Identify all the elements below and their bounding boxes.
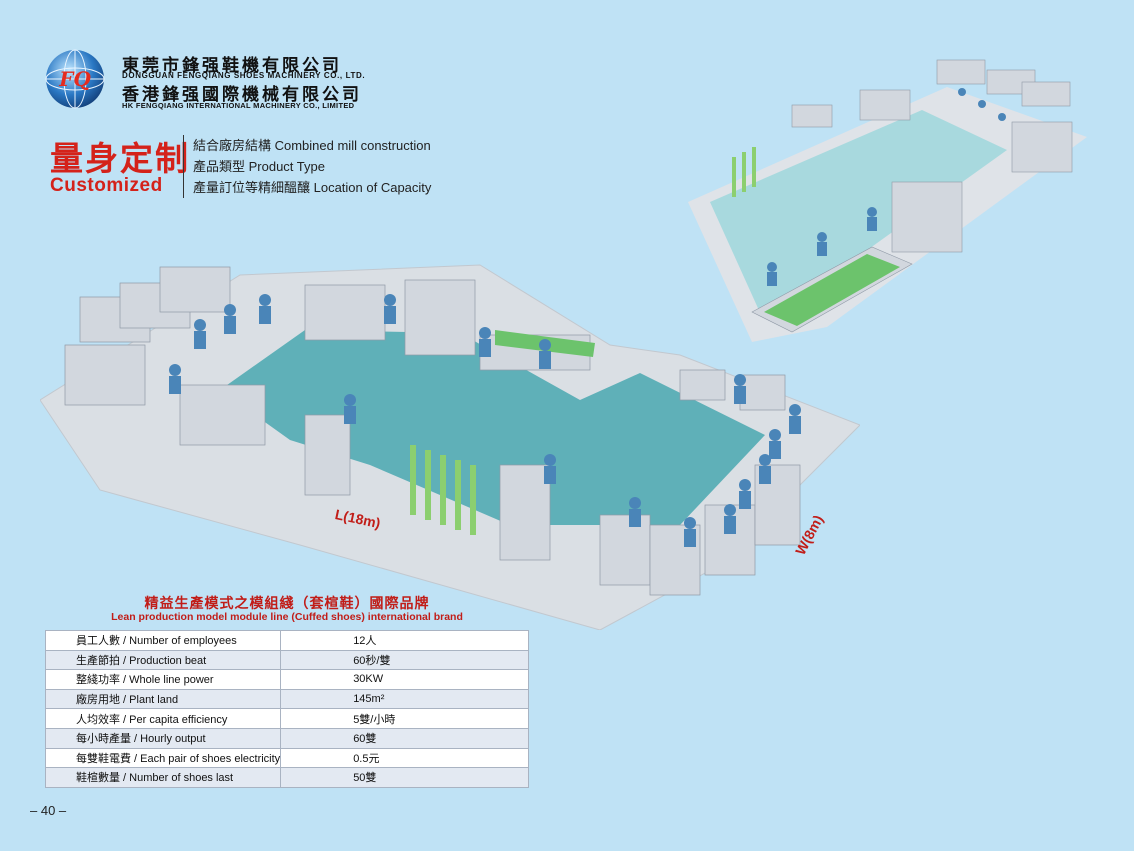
table-title-en: Lean production model module line (Cuffe… xyxy=(111,611,463,623)
customized-divider xyxy=(183,135,184,198)
company-name-cn-dongguan: 東莞市鋒强鞋機有限公司 xyxy=(122,56,342,75)
row-value: 0.5元 xyxy=(280,747,529,769)
customized-title-cn: 量身定制 xyxy=(50,139,190,178)
row-value: 50雙 xyxy=(280,767,529,788)
table-title-cn: 精益生產模式之模組綫（套楦鞋）國際品牌 xyxy=(144,595,430,611)
row-value: 60秒/雙 xyxy=(280,649,529,671)
row-value: 12人 xyxy=(280,630,529,651)
svg-text:FQ: FQ xyxy=(58,67,91,91)
row-label: 整綫功率 / Whole line power xyxy=(44,669,282,690)
company-name-cn-hk: 香港鋒强國際機械有限公司 xyxy=(122,85,362,104)
feature-item: 產品類型 Product Type xyxy=(193,159,325,174)
row-value: 145m² xyxy=(280,688,529,710)
row-label: 每雙鞋電費 / Each pair of shoes electricity xyxy=(44,747,282,769)
company-logo: FQ xyxy=(45,49,105,109)
company-name-en-hk: HK FENGQIANG INTERNATIONAL MACHINERY CO.… xyxy=(122,101,355,110)
row-value: 5雙/小時 xyxy=(280,708,529,729)
company-name-en-dongguan: DONGGUAN FENGQIANG SHOES MACHINERY CO., … xyxy=(122,71,366,80)
row-label: 每小時產量 / Hourly output xyxy=(44,727,282,749)
factory-layout-small-illustration xyxy=(688,59,1087,342)
row-label: 人均效率 / Per capita efficiency xyxy=(44,708,282,729)
customized-title-en: Customized xyxy=(50,175,163,196)
row-label: 鞋楦數量 / Number of shoes last xyxy=(44,767,282,788)
row-value: 60雙 xyxy=(280,727,529,749)
feature-item: 結合廠房結構 Combined mill construction xyxy=(193,138,431,153)
page-number: – 40 – xyxy=(30,803,67,818)
row-value: 30KW xyxy=(280,669,529,690)
row-label: 生產節拍 / Production beat xyxy=(44,649,282,671)
feature-item: 產量訂位等精細醞釀 Location of Capacity xyxy=(193,180,432,195)
row-label: 廠房用地 / Plant land xyxy=(44,688,282,710)
row-label: 員工人數 / Number of employees xyxy=(44,630,282,651)
factory-layout-main-illustration xyxy=(40,264,860,630)
